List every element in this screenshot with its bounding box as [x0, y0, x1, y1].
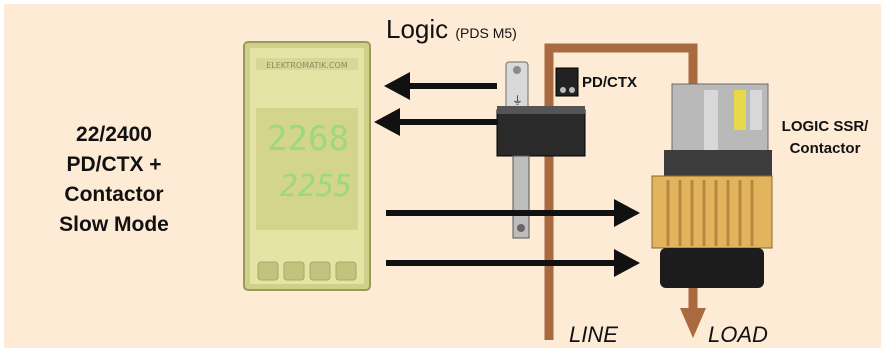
controller-key-4: [335, 261, 357, 281]
load-label: LOAD: [708, 322, 768, 347]
controller-label-line-2: PD/CTX +: [66, 153, 162, 176]
load-arrowhead: [680, 308, 706, 338]
controller-device: ELEKTROMATIK.COM 2268 2255: [243, 41, 371, 291]
controller-brand-text: ELEKTROMATIK.COM: [266, 61, 348, 70]
controller-label-line-3: Contactor: [64, 183, 164, 206]
pd-ctx-connector: [555, 67, 579, 97]
controller-pv-display: 2268: [267, 119, 349, 159]
controller-key-1: [257, 261, 279, 281]
title-main: Logic: [386, 14, 449, 44]
controller-sv-display: 2255: [280, 169, 352, 204]
ssr-label: LOGIC SSR/ Contactor: [770, 116, 880, 160]
ground-icon: ⏚: [512, 94, 523, 107]
controller-key-3: [309, 261, 331, 281]
title-sub: (PDS M5): [455, 25, 517, 41]
diagram-title: Logic (PDS M5): [386, 14, 517, 45]
signal-arrows: [374, 72, 640, 277]
controller-label-line-1: 22/2400: [76, 123, 152, 146]
connector-label: PD/CTX: [582, 74, 638, 91]
ssr-label-line-2: Contactor: [789, 140, 861, 157]
ssr-label-line-1: LOGIC SSR/: [781, 118, 869, 135]
line-label: LINE: [569, 322, 618, 347]
controller-label-line-4: Slow Mode: [59, 213, 169, 236]
logic-module: ⏚: [496, 61, 586, 239]
controller-label: 22/2400 PD/CTX + Contactor Slow Mode: [40, 120, 188, 240]
controller-key-2: [283, 261, 305, 281]
ssr-contactor: [651, 83, 773, 288]
